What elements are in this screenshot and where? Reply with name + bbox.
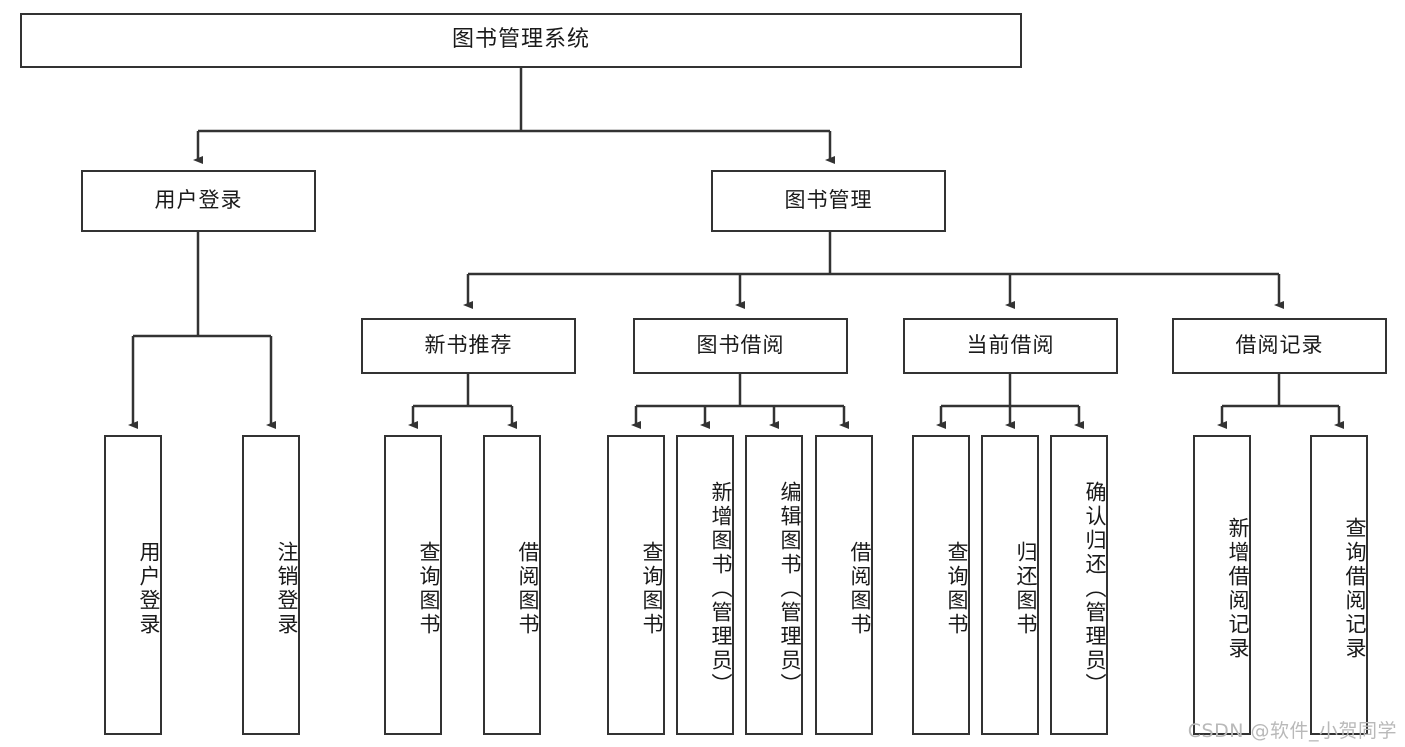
leaf-current-return-book[interactable]: 归还图书: [981, 435, 1039, 735]
leaf-record-query[interactable]: 查询借阅记录: [1310, 435, 1368, 735]
leaf-new-book-borrow-label: 借阅图书: [516, 541, 540, 637]
node-user-login[interactable]: 用户登录: [81, 170, 316, 232]
leaf-current-confirm-return-label: 确认归还（管理员）: [1083, 481, 1107, 697]
leaf-borrow-query-book[interactable]: 查询图书: [607, 435, 665, 735]
node-root-system[interactable]: 图书管理系统: [20, 13, 1022, 68]
node-new-book-recommend-label: 新书推荐: [424, 333, 513, 358]
node-root-system-label: 图书管理系统: [451, 27, 590, 53]
leaf-borrow-borrow-book[interactable]: 借阅图书: [815, 435, 873, 735]
leaf-borrow-add-book[interactable]: 新增图书（管理员）: [676, 435, 734, 735]
node-book-management[interactable]: 图书管理: [711, 170, 946, 232]
leaf-new-book-borrow[interactable]: 借阅图书: [483, 435, 541, 735]
leaf-record-add[interactable]: 新增借阅记录: [1193, 435, 1251, 735]
leaf-user-login-signout-label: 注销登录: [275, 541, 299, 637]
leaf-current-query-book[interactable]: 查询图书: [912, 435, 970, 735]
leaf-borrow-edit-book-label: 编辑图书（管理员）: [778, 481, 802, 697]
node-book-borrow-label: 图书借阅: [696, 333, 785, 358]
node-borrow-record[interactable]: 借阅记录: [1172, 318, 1387, 374]
leaf-new-book-query[interactable]: 查询图书: [384, 435, 442, 735]
node-current-borrow-label: 当前借阅: [966, 333, 1055, 358]
node-borrow-record-label: 借阅记录: [1235, 333, 1324, 358]
leaf-user-login-signout[interactable]: 注销登录: [242, 435, 300, 735]
leaf-current-query-book-label: 查询图书: [945, 541, 969, 637]
csdn-watermark: CSDN @软件_小贺同学: [1187, 720, 1397, 742]
node-book-management-label: 图书管理: [784, 188, 873, 213]
node-user-login-label: 用户登录: [154, 188, 243, 213]
leaf-borrow-borrow-book-label: 借阅图书: [848, 541, 872, 637]
leaf-borrow-edit-book[interactable]: 编辑图书（管理员）: [745, 435, 803, 735]
leaf-record-query-label: 查询借阅记录: [1343, 517, 1367, 661]
leaf-new-book-query-label: 查询图书: [417, 541, 441, 637]
leaf-user-login-signin[interactable]: 用户登录: [104, 435, 162, 735]
node-current-borrow[interactable]: 当前借阅: [903, 318, 1118, 374]
leaf-record-add-label: 新增借阅记录: [1226, 517, 1250, 661]
leaf-borrow-query-book-label: 查询图书: [640, 541, 664, 637]
leaf-current-confirm-return[interactable]: 确认归还（管理员）: [1050, 435, 1108, 735]
leaf-borrow-add-book-label: 新增图书（管理员）: [709, 481, 733, 697]
node-book-borrow[interactable]: 图书借阅: [633, 318, 848, 374]
leaf-current-return-book-label: 归还图书: [1014, 541, 1038, 637]
leaf-user-login-signin-label: 用户登录: [137, 541, 161, 637]
node-new-book-recommend[interactable]: 新书推荐: [361, 318, 576, 374]
